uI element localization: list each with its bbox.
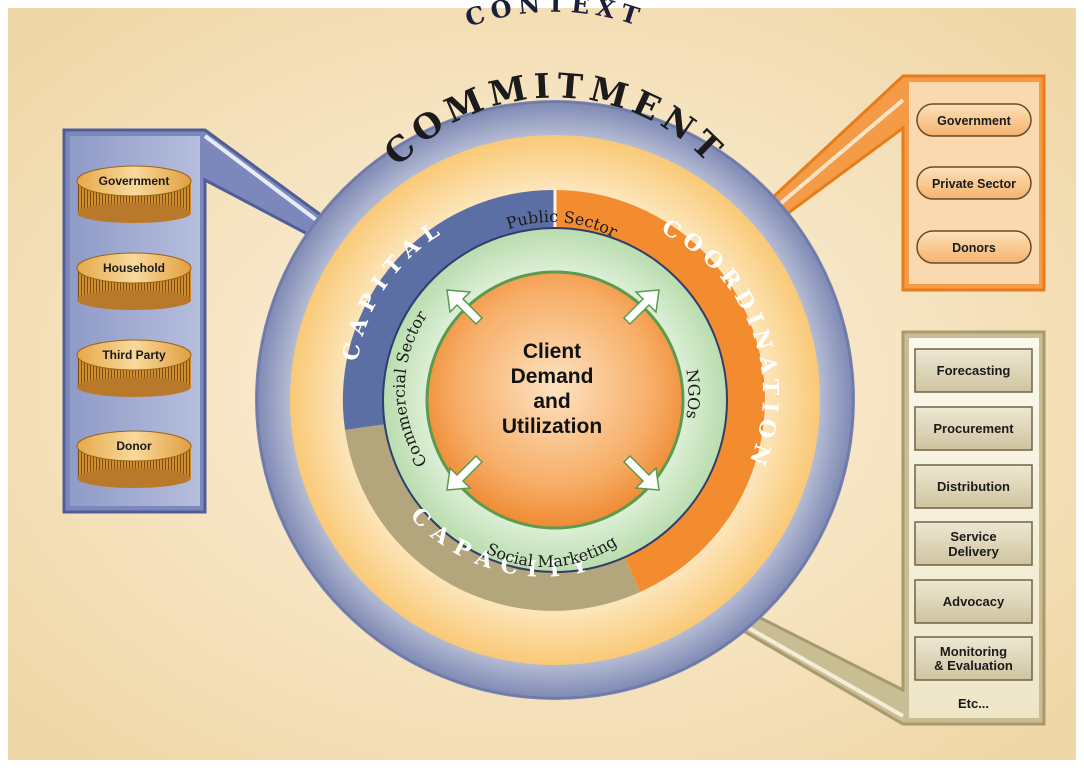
arrow-top-right [622, 289, 660, 326]
capacity-box [914, 636, 1033, 681]
pill-shape [916, 166, 1032, 200]
pill-label: Donors [952, 241, 996, 255]
context-ring-edge [256, 101, 854, 699]
arrow-bottom-right [622, 454, 660, 491]
coin-household: Household [76, 252, 192, 310]
coin-bottom [77, 290, 191, 310]
coin-label: Household [103, 261, 165, 275]
capacity-box [914, 579, 1033, 624]
coin-label: Third Party [102, 348, 166, 362]
center-line-4: Utilization [502, 415, 602, 438]
pill-shape [916, 103, 1032, 137]
coin-donor: Donor [76, 430, 192, 488]
capacity-box-label: Procurement [933, 421, 1014, 436]
pill-government: Government [916, 103, 1032, 137]
pill-private-sector: Private Sector [916, 166, 1032, 200]
capacity-box-label-2: & Evaluation [934, 658, 1013, 673]
center-line-2: Demand [511, 365, 594, 388]
capacity-box [914, 521, 1033, 566]
capacity-box-forecasting: Forecasting [914, 348, 1033, 393]
coin-third-party: Third Party [76, 339, 192, 397]
arrows [446, 289, 660, 491]
capacity-etc-label: Etc... [958, 696, 989, 711]
arrow-bottom-left [446, 454, 484, 491]
arrow-top-left [446, 289, 484, 326]
center-line-1: Client [523, 340, 581, 363]
capacity-box-service-delivery: Service Delivery [914, 521, 1033, 566]
pill-label: Government [937, 114, 1011, 128]
capacity-box-label: Monitoring [940, 644, 1007, 659]
capacity-box-label: Service [950, 529, 996, 544]
coin-bottom [77, 468, 191, 488]
capacity-box [914, 348, 1033, 393]
coin-top [76, 165, 192, 197]
capacity-box-label: Distribution [937, 479, 1010, 494]
pill-donors: Donors [916, 230, 1032, 264]
coin-top [76, 339, 192, 371]
pill-label: Private Sector [932, 177, 1016, 191]
center-circle [425, 270, 685, 530]
capacity-box-label: Advocacy [943, 594, 1005, 609]
coin-bottom [77, 203, 191, 223]
pill-shape [916, 230, 1032, 264]
coin-bottom [77, 377, 191, 397]
capacity-box-label-2: Delivery [948, 544, 999, 559]
coin-government: Government [76, 165, 192, 223]
coin-top [76, 252, 192, 284]
capacity-box-advocacy: Advocacy [914, 579, 1033, 624]
capacity-box [914, 464, 1033, 509]
capacity-box-monitoring: Monitoring & Evaluation [914, 636, 1033, 681]
circle-diagram [255, 100, 855, 700]
capacity-box [914, 406, 1033, 451]
center-line-3: and [533, 390, 570, 413]
coin-label: Government [99, 174, 170, 188]
coin-top [76, 430, 192, 462]
capacity-box-procurement: Procurement [914, 406, 1033, 451]
coin-label: Donor [116, 439, 152, 453]
capacity-box-label: Forecasting [937, 363, 1011, 378]
capacity-box-distribution: Distribution [914, 464, 1033, 509]
sector-ngos: NGOs [682, 368, 703, 420]
